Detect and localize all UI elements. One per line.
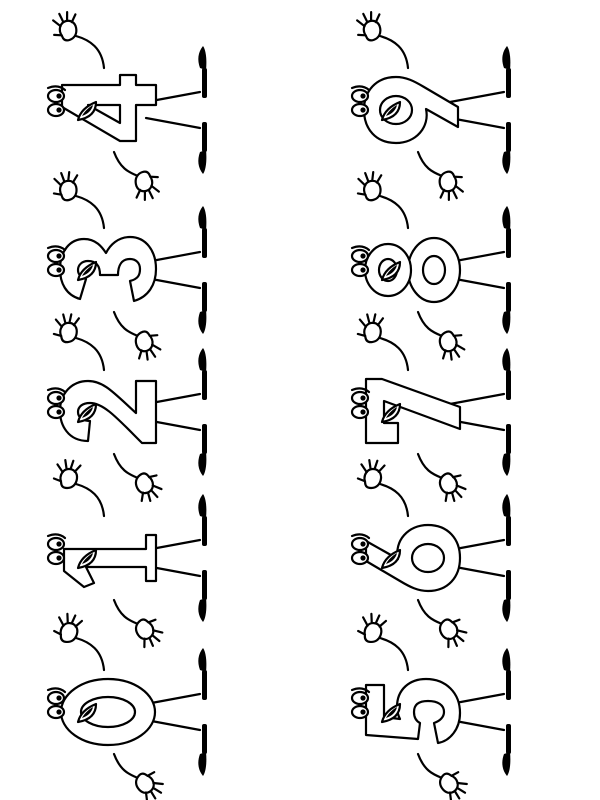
number-6-character <box>350 458 511 649</box>
eye-icon <box>350 550 370 566</box>
shoe-icon <box>502 46 511 70</box>
eye-icon <box>46 262 66 278</box>
shoe-icon <box>502 452 511 476</box>
hand-icon <box>134 330 162 361</box>
hand-icon <box>52 10 78 42</box>
hand-icon <box>438 330 466 361</box>
eye-icon <box>350 262 370 278</box>
digit-7-body <box>364 377 462 445</box>
number-2-character <box>46 313 207 503</box>
eye-icon <box>350 704 370 720</box>
eye-icon <box>46 690 66 706</box>
eye-icon <box>46 704 66 720</box>
hand-icon <box>356 313 385 344</box>
shoe-icon <box>502 150 511 174</box>
shoe-icon <box>198 310 207 334</box>
hand-icon <box>53 612 84 644</box>
eye-icon <box>350 390 370 406</box>
eye-icon <box>350 248 370 264</box>
number-9-character <box>350 10 511 202</box>
number-8-character <box>350 171 511 361</box>
digit-3-body <box>58 235 158 303</box>
hand-icon <box>134 771 164 800</box>
shoe-icon <box>502 752 511 776</box>
shoe-icon <box>502 494 511 518</box>
hand-icon <box>356 458 386 490</box>
hand-icon <box>134 618 164 649</box>
hand-icon <box>438 170 464 202</box>
eye-icon <box>350 88 370 104</box>
digit-2-body <box>58 379 158 445</box>
shoe-icon <box>502 648 511 672</box>
eye-icon <box>46 88 66 104</box>
digit-0-body <box>59 677 157 747</box>
shoe-icon <box>502 598 511 622</box>
digit-8-body <box>363 236 462 304</box>
number-1-character <box>46 458 207 649</box>
shoe-icon <box>198 452 207 476</box>
shoe-icon <box>502 348 511 372</box>
shoe-icon <box>198 598 207 622</box>
shoe-icon <box>198 348 207 372</box>
digit-4-body <box>60 73 158 143</box>
digit-5-body <box>364 677 462 745</box>
number-5-character <box>350 612 511 800</box>
digit-6-body <box>364 523 462 593</box>
hand-icon <box>438 472 467 503</box>
eye-icon <box>46 550 66 566</box>
hand-icon <box>438 618 468 649</box>
number-4-character <box>46 10 207 202</box>
hand-icon <box>357 612 388 644</box>
digit-9-body <box>362 75 460 145</box>
eye-icon <box>350 404 370 420</box>
eye-icon <box>46 390 66 406</box>
eye-icon <box>350 536 370 552</box>
hand-icon <box>134 170 160 202</box>
shoe-icon <box>198 648 207 672</box>
number-7-character <box>350 313 511 503</box>
hand-icon <box>356 10 382 42</box>
hand-icon <box>134 472 163 503</box>
shoe-icon <box>502 310 511 334</box>
eye-icon <box>46 102 66 118</box>
hand-icon <box>52 458 82 490</box>
shoe-icon <box>198 494 207 518</box>
digit-1-body <box>62 533 158 589</box>
shoe-icon <box>198 150 207 174</box>
number-3-character <box>46 171 207 361</box>
eye-icon <box>350 102 370 118</box>
hand-icon <box>356 171 383 202</box>
number-0-character <box>46 612 207 800</box>
eye-icon <box>46 536 66 552</box>
eye-icon <box>46 248 66 264</box>
hand-icon <box>52 171 79 202</box>
hand-icon <box>52 313 81 344</box>
shoe-icon <box>198 206 207 230</box>
shoe-icon <box>502 206 511 230</box>
shoe-icon <box>198 752 207 776</box>
eye-icon <box>350 690 370 706</box>
eye-icon <box>46 404 66 420</box>
shoe-icon <box>198 46 207 70</box>
hand-icon <box>438 771 468 800</box>
